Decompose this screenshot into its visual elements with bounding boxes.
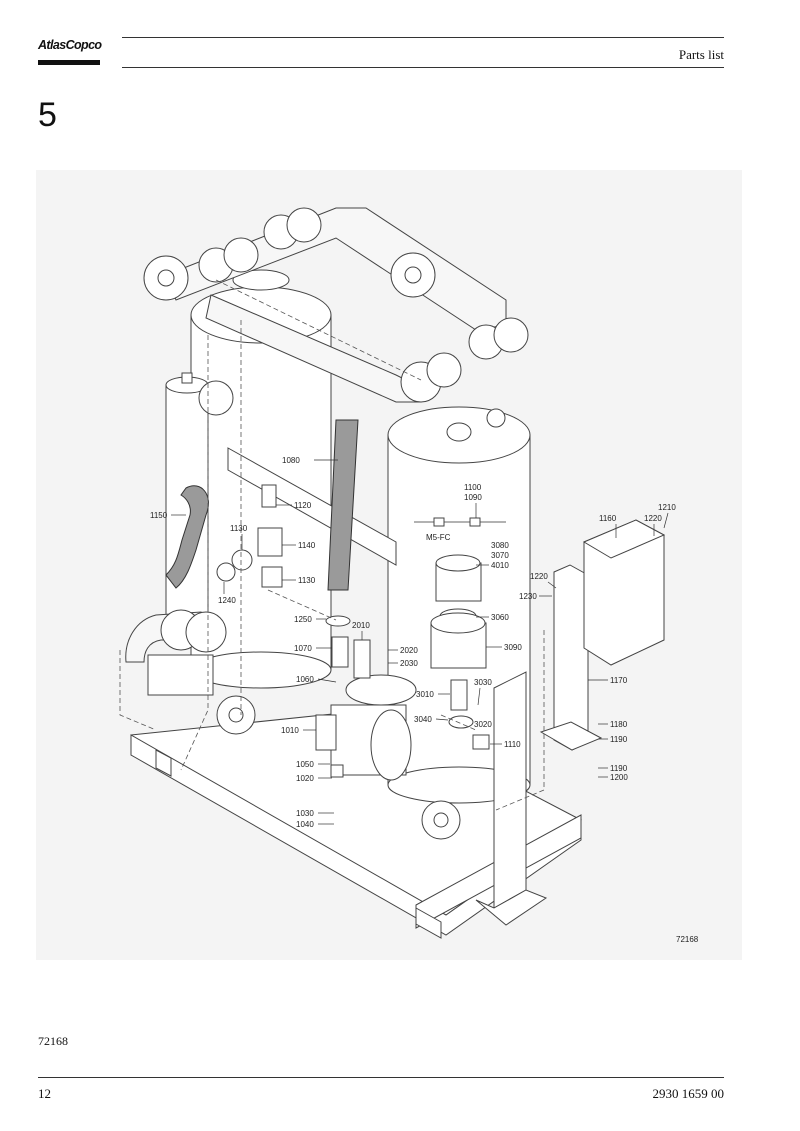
label-1130a: 1130 [230,524,248,533]
label-2030: 2030 [400,659,418,668]
label-4010: 4010 [491,561,509,570]
label-1250: 1250 [294,615,312,624]
label-1100: 1100 [464,483,482,492]
small-fittings [216,484,351,627]
page-number: 12 [38,1086,51,1101]
header-rule-top [122,37,724,38]
label-1050: 1050 [296,760,314,769]
stand-1170 [539,564,603,751]
label-1190b: 1190 [610,764,628,773]
label-m5fc: M5-FC [426,533,451,542]
label-1130b: 1130 [298,576,316,585]
label-3010: 3010 [416,690,434,699]
exploded-view-drawing: 1080 1100 1090 M5-FC 1210 1160 1220 1150… [119,207,699,944]
label-3080: 3080 [491,541,509,550]
cable-1100 [414,517,506,527]
label-1210: 1210 [658,503,676,512]
label-1240: 1240 [218,596,236,605]
support-post-1110 [475,671,548,926]
label-1010: 1010 [281,726,299,735]
label-1140: 1140 [298,541,316,550]
label-1220b: 1220 [530,572,548,581]
label-1070: 1070 [294,644,312,653]
label-2020: 2020 [400,646,418,655]
exploded-view-figure: 1080 1100 1090 M5-FC 1210 1160 1220 1150… [36,170,742,960]
label-1190a: 1190 [610,735,628,744]
label-1060: 1060 [296,675,314,684]
silencer-parts [430,554,490,750]
atlas-copco-logo: AtlasCopco [38,38,102,66]
label-1120: 1120 [294,501,312,510]
header-title: Parts list [678,47,724,62]
label-1040: 1040 [296,820,314,829]
label-3030: 3030 [474,678,492,687]
label-1160: 1160 [599,514,617,523]
dashed-indicator-lines [119,279,545,811]
header-rule-bottom [122,67,724,68]
label-1030: 1030 [296,809,314,818]
label-1230: 1230 [519,592,537,601]
label-1150: 1150 [150,511,168,520]
label-1220a: 1220 [644,514,662,523]
label-1200: 1200 [610,773,628,782]
figure-id-label: 72168 [676,935,699,944]
label-2010: 2010 [352,621,370,630]
label-1020: 1020 [296,774,314,783]
lower-left-pipework [125,485,461,840]
label-1110: 1110 [504,740,521,749]
hose-1080 [327,419,359,591]
label-1170: 1170 [610,676,628,685]
document-number: 2930 1659 00 [652,1086,725,1101]
figure-caption: 72168 [38,1034,68,1048]
blower-assembly [315,636,417,781]
label-3090: 3090 [504,643,522,652]
logo-text: AtlasCopco [38,38,102,52]
footer-rule [38,1077,724,1078]
label-1180: 1180 [610,720,628,729]
cabinet-1160 [582,519,666,666]
label-1080: 1080 [282,456,300,465]
part-labels: 1080 1100 1090 M5-FC 1210 1160 1220 1150… [150,456,699,944]
label-1090: 1090 [464,493,482,502]
logo-bar [38,60,100,65]
label-3060: 3060 [491,613,509,622]
top-pipework [143,207,529,403]
section-number: 5 [38,96,57,134]
label-3020: 3020 [474,720,492,729]
label-3070: 3070 [491,551,509,560]
label-3040: 3040 [414,715,432,724]
